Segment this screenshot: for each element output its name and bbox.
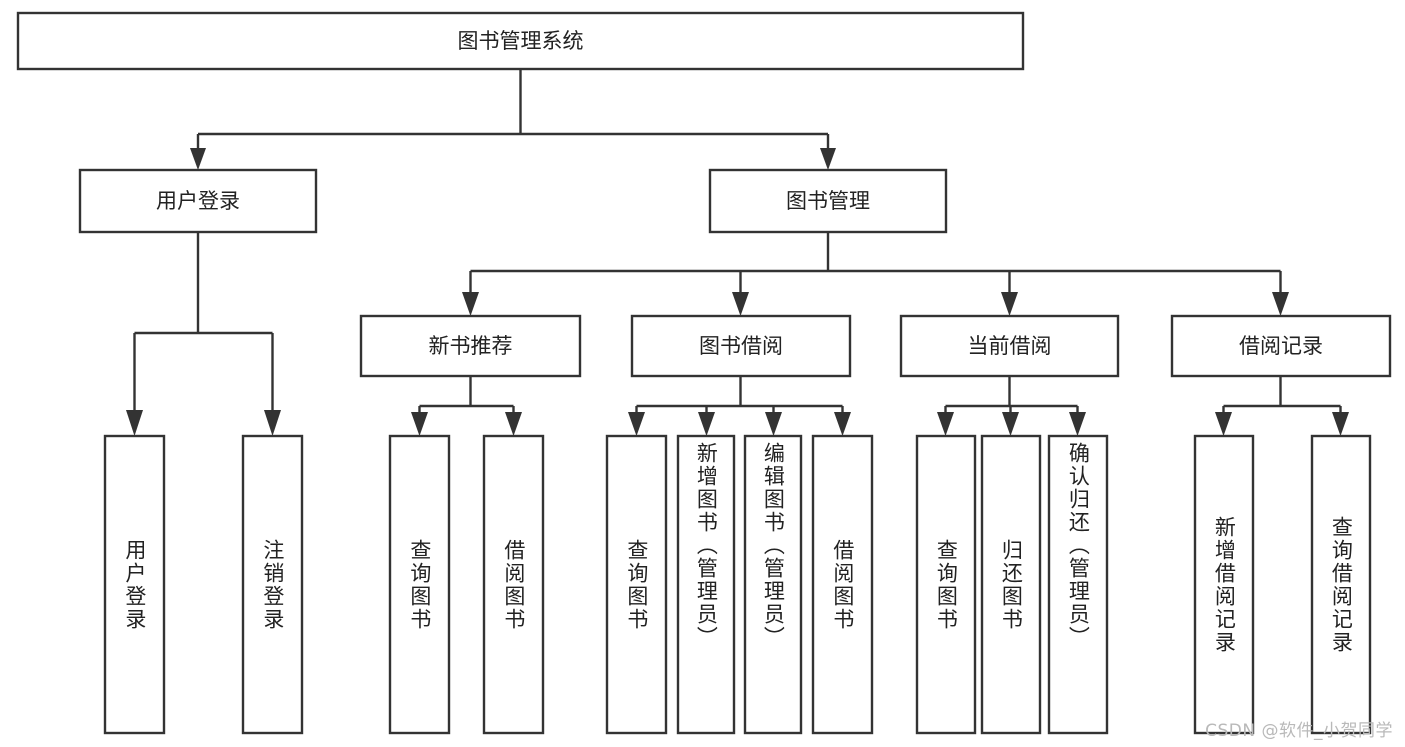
arrow-head-leaf-edit-book (765, 412, 782, 436)
arrow-head-leaf-logout (264, 410, 281, 436)
node-borrow-record-label: 借阅记录 (1239, 334, 1323, 358)
node-book-manage-label: 图书管理 (786, 189, 870, 213)
node-root[interactable] (16, 11, 1025, 71)
node-leaf-logout[interactable] (241, 434, 304, 735)
arrow-head-book-manage (820, 148, 836, 170)
node-user-login-label: 用户登录 (156, 189, 240, 213)
node-leaf-confirm-return[interactable] (1047, 434, 1109, 735)
arrow-head-leaf-add-book (698, 412, 715, 436)
node-leaf-edit-book[interactable] (743, 434, 803, 735)
node-user-login[interactable] (78, 168, 318, 234)
node-borrow-record[interactable] (1170, 314, 1392, 378)
node-book-manage[interactable] (708, 168, 948, 234)
arrow-head-leaf-query-book-2 (628, 412, 645, 436)
node-leaf-user-login[interactable] (103, 434, 166, 735)
node-leaf-query-book-2[interactable] (605, 434, 668, 735)
arrow-head-leaf-query-book-1 (411, 412, 428, 436)
node-book-borrow[interactable] (630, 314, 852, 378)
arrow-head-user-login (190, 148, 206, 170)
node-new-book-recommend[interactable] (359, 314, 582, 378)
node-layer: 图书管理系统 用户登录 图书管理 新书推荐 图书借阅 当前借阅 借阅记录 (16, 11, 1392, 735)
arrow-head-leaf-return-book (1002, 412, 1019, 436)
arrow-head-leaf-user-login (126, 410, 143, 436)
node-leaf-add-record[interactable] (1193, 434, 1255, 735)
node-root-label: 图书管理系统 (458, 29, 584, 53)
node-current-borrow-label: 当前借阅 (968, 334, 1052, 358)
node-new-book-recommend-label: 新书推荐 (429, 334, 513, 358)
node-leaf-query-book-1[interactable] (388, 434, 451, 735)
node-leaf-query-record[interactable] (1310, 434, 1372, 735)
csdn-watermark: CSDN @软件_小贺同学 (1205, 721, 1393, 741)
arrow-head-new-book-recommend (462, 292, 479, 316)
arrow-head-current-borrow (1001, 292, 1018, 316)
connector-layer (126, 69, 1349, 436)
arrow-head-leaf-borrow-book-2 (834, 412, 851, 436)
arrow-head-leaf-borrow-book-1 (505, 412, 522, 436)
arrow-head-leaf-query-record (1332, 412, 1349, 436)
arrow-head-borrow-record (1272, 292, 1289, 316)
node-current-borrow[interactable] (899, 314, 1120, 378)
node-book-borrow-label: 图书借阅 (699, 334, 783, 358)
node-leaf-return-book[interactable] (980, 434, 1042, 735)
arrow-head-leaf-confirm-return (1069, 412, 1086, 436)
arrow-head-book-borrow (732, 292, 749, 316)
node-leaf-add-book[interactable] (676, 434, 736, 735)
arrow-head-leaf-query-book-3 (937, 412, 954, 436)
node-leaf-query-book-3[interactable] (915, 434, 977, 735)
arrow-head-leaf-add-record (1215, 412, 1232, 436)
node-leaf-borrow-book-2[interactable] (811, 434, 874, 735)
node-leaf-borrow-book-1[interactable] (482, 434, 545, 735)
